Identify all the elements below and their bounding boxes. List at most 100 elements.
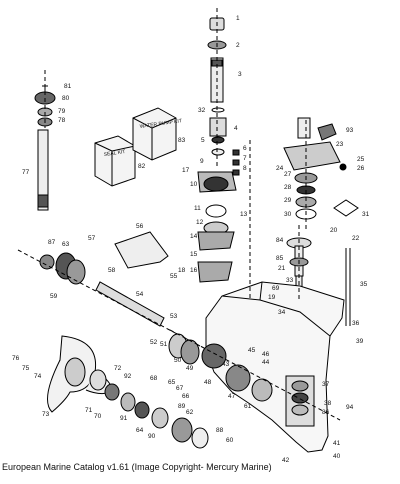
callout-32: 32 [198,107,206,114]
seal-kit-label: SEAL KIT [103,149,125,158]
callout-7: 7 [243,155,247,162]
callout-28: 28 [284,184,292,191]
callout-41: 41 [333,440,341,447]
callout-84: 84 [276,237,284,244]
lower-bearing-parts [89,333,273,449]
callout-10: 10 [190,181,198,188]
callout-91: 91 [120,415,128,422]
callout-72: 72 [114,365,122,372]
callout-17: 17 [182,167,190,174]
callout-43: 43 [222,361,230,368]
callout-71: 71 [85,407,93,414]
callout-64: 64 [136,427,144,434]
water-pump-kit-box [132,107,177,161]
callout-5: 5 [201,137,205,144]
callout-16: 16 [190,267,198,274]
callout-20: 20 [330,227,338,234]
callout-86: 86 [322,409,330,416]
callout-87: 87 [48,239,56,246]
callout-14: 14 [190,233,198,240]
assembly-guide-lines [44,8,341,421]
callout-48: 48 [204,379,212,386]
callout-62: 62 [186,409,194,416]
callout-27: 27 [284,171,292,178]
callout-76: 76 [12,355,20,362]
callout-65: 65 [168,379,176,386]
callout-50: 50 [174,357,182,364]
callout-9: 9 [200,158,204,165]
callout-66: 66 [182,393,190,400]
callout-33: 33 [286,277,294,284]
callout-51: 51 [160,341,168,348]
callout-19: 19 [268,294,276,301]
callout-93: 93 [346,127,354,134]
callout-4: 4 [234,125,238,132]
water-pump-housing [197,149,240,283]
callout-39: 39 [356,338,364,345]
callout-31: 31 [362,211,370,218]
callout-2: 2 [236,42,240,49]
callout-40: 40 [333,453,341,460]
callout-70: 70 [94,413,102,420]
callout-78: 78 [58,117,66,124]
water-pump-kit-label: WATER PUMP KIT [139,118,182,130]
callout-36: 36 [352,320,360,327]
callout-25: 25 [357,156,365,163]
callout-42: 42 [282,457,290,464]
callout-24: 24 [276,165,284,172]
callout-55: 55 [170,273,178,280]
callout-1: 1 [236,15,240,22]
shift-shaft-parts [34,84,56,211]
callout-83: 83 [178,137,186,144]
callout-74: 74 [34,373,42,380]
callout-85: 85 [276,255,284,262]
callout-46: 46 [262,351,270,358]
propeller-shaft-assembly [17,249,201,347]
callout-77: 77 [22,169,30,176]
callout-11: 11 [194,205,201,212]
callout-88: 88 [216,427,224,434]
callout-53: 53 [170,313,178,320]
callout-52: 52 [150,339,158,346]
callout-63: 63 [62,241,70,248]
callout-58: 58 [108,267,116,274]
callout-73: 73 [42,411,50,418]
callout-13: 13 [240,211,248,218]
callout-60: 60 [226,437,234,444]
callout-numbers: 1234567891011121314151617181920212223242… [12,15,370,464]
callout-23: 23 [336,141,344,148]
callout-80: 80 [62,95,70,102]
callout-6: 6 [243,145,247,152]
callout-3: 3 [238,71,242,78]
callout-61: 61 [244,403,252,410]
seal-kit-box [94,135,136,187]
callout-67: 67 [176,385,184,392]
image-caption: European Marine Catalog v1.61 (Image Cop… [2,462,272,472]
callout-44: 44 [262,359,270,366]
callout-45: 45 [248,347,256,354]
callout-57: 57 [88,235,96,242]
callout-26: 26 [357,165,365,172]
callout-35: 35 [360,281,368,288]
callout-81: 81 [64,83,72,90]
callout-34: 34 [278,309,286,316]
callout-59: 59 [50,293,58,300]
gear-housing [205,281,345,453]
callout-22: 22 [352,235,360,242]
callout-49: 49 [186,365,194,372]
callout-54: 54 [136,291,144,298]
callout-56: 56 [136,223,144,230]
callout-68: 68 [150,375,158,382]
callout-12: 12 [196,219,204,226]
callout-21: 21 [278,265,286,272]
callout-82: 82 [138,163,146,170]
callout-94: 94 [346,404,354,411]
callout-38: 38 [324,400,332,407]
callout-29: 29 [284,197,292,204]
callout-79: 79 [58,108,66,115]
callout-89: 89 [178,403,186,410]
callout-69: 69 [272,285,280,292]
callout-30: 30 [284,211,292,218]
callout-15: 15 [190,251,198,258]
